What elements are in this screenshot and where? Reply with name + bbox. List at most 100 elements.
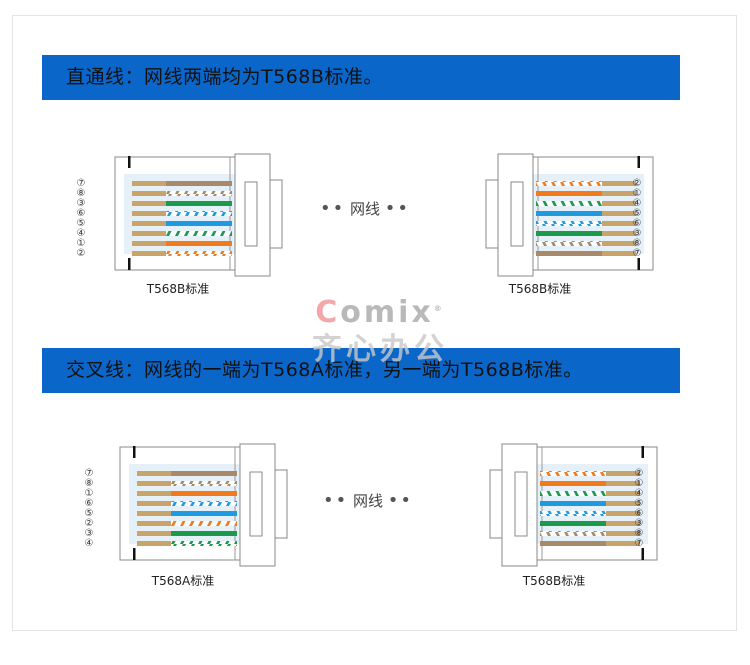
watermark-chinese: 齐心办公 (312, 332, 448, 367)
boot-window (510, 181, 524, 247)
standard-caption: T568B标准 (146, 282, 210, 296)
cable-stub (269, 179, 283, 249)
comix-watermark: Comix® 齐心办公 (290, 295, 470, 368)
gold-contact (132, 251, 166, 256)
pin-label: ⑤ (76, 218, 86, 229)
wire-orange-white (536, 181, 602, 186)
latch-mark (641, 446, 644, 458)
gold-contact (132, 211, 166, 216)
pin-label: ④ (634, 488, 644, 499)
crossover-cable-banner: 交叉线：网线的一端为T568A标准，另一端为T568B标准。 (42, 348, 680, 393)
pin-label: ⑦ (76, 178, 86, 189)
gold-contact (602, 191, 636, 196)
pin-label: ④ (632, 198, 642, 209)
gold-contact (137, 491, 171, 496)
rj45-connector-top-left (114, 153, 283, 277)
pin-label: ⑥ (632, 218, 642, 229)
pin-label: ⑥ (634, 508, 644, 519)
wire-blue-white (166, 211, 232, 216)
gold-contact (606, 471, 640, 476)
latch-mark (637, 258, 640, 270)
pin-label: ③ (84, 528, 94, 539)
pin-label: ⑤ (84, 508, 94, 519)
gold-contact (602, 181, 636, 186)
wire-blue (171, 511, 237, 516)
gold-contact (137, 501, 171, 506)
pin-label: ⑥ (84, 498, 94, 509)
gold-contact (606, 511, 640, 516)
straight-cable-banner: 直通线：网线两端均为T568B标准。 (42, 55, 680, 100)
gold-contact (602, 241, 636, 246)
pin-label: ② (632, 178, 642, 189)
wire-orange (171, 491, 237, 496)
gold-contact (602, 231, 636, 236)
boot-window (249, 471, 263, 537)
standard-caption: T568B标准 (522, 574, 586, 588)
wire-brown-white (536, 241, 602, 246)
boot-window (244, 181, 258, 247)
wire-brown-white (171, 481, 237, 486)
latch-mark (128, 258, 131, 270)
pin-label: ④ (76, 228, 86, 239)
watermark-logo: Comix® (315, 295, 445, 330)
pin-label: ④ (84, 538, 94, 549)
standard-caption: T568B标准 (508, 282, 572, 296)
pin-label: ⑧ (634, 528, 644, 539)
wire-green (536, 231, 602, 236)
gold-contact (137, 521, 171, 526)
pin-label: ② (76, 248, 86, 259)
gold-contact (606, 531, 640, 536)
wire-brown-white (540, 531, 606, 536)
wire-green-white (166, 231, 232, 236)
wire-brown (536, 251, 602, 256)
wire-green (166, 201, 232, 206)
pin-label: ① (634, 478, 644, 489)
rj45-connector-top-right (485, 153, 654, 277)
pin-label: ⑦ (84, 468, 94, 479)
cable-stub (489, 469, 503, 539)
pin-label: ⑥ (76, 208, 86, 219)
pin-label: ① (76, 238, 86, 249)
gold-contact (132, 221, 166, 226)
wire-orange (166, 241, 232, 246)
gold-contact (132, 181, 166, 186)
wire-green-white (536, 201, 602, 206)
wire-brown (171, 471, 237, 476)
gold-contact (606, 521, 640, 526)
pin-label: ② (634, 468, 644, 479)
latch-mark (133, 548, 136, 560)
wire-orange-white (171, 521, 237, 526)
wire-brown (166, 181, 232, 186)
standard-caption: T568A标准 (151, 574, 215, 588)
wire-orange-white (166, 251, 232, 256)
gold-contact (606, 501, 640, 506)
latch-mark (128, 156, 131, 168)
boot-window (514, 471, 528, 537)
pin-label: ⑤ (634, 498, 644, 509)
gold-contact (137, 541, 171, 546)
pin-label: ⑧ (632, 238, 642, 249)
latch-mark (641, 548, 644, 560)
pin-label: ⑤ (632, 208, 642, 219)
pin-label: ③ (634, 518, 644, 529)
wire-blue (166, 221, 232, 226)
wire-blue-white (536, 221, 602, 226)
gold-contact (602, 251, 636, 256)
rj45-connector-bottom-right (489, 443, 658, 567)
gold-contact (606, 491, 640, 496)
gold-contact (137, 471, 171, 476)
gold-contact (132, 191, 166, 196)
gold-contact (602, 221, 636, 226)
pin-label: ③ (76, 198, 86, 209)
gold-contact (606, 541, 640, 546)
gold-contact (132, 201, 166, 206)
gold-contact (606, 481, 640, 486)
pin-label: ① (84, 488, 94, 499)
diagram-frame (12, 15, 737, 631)
wire-blue-white (171, 501, 237, 506)
pin-label: ① (632, 188, 642, 199)
